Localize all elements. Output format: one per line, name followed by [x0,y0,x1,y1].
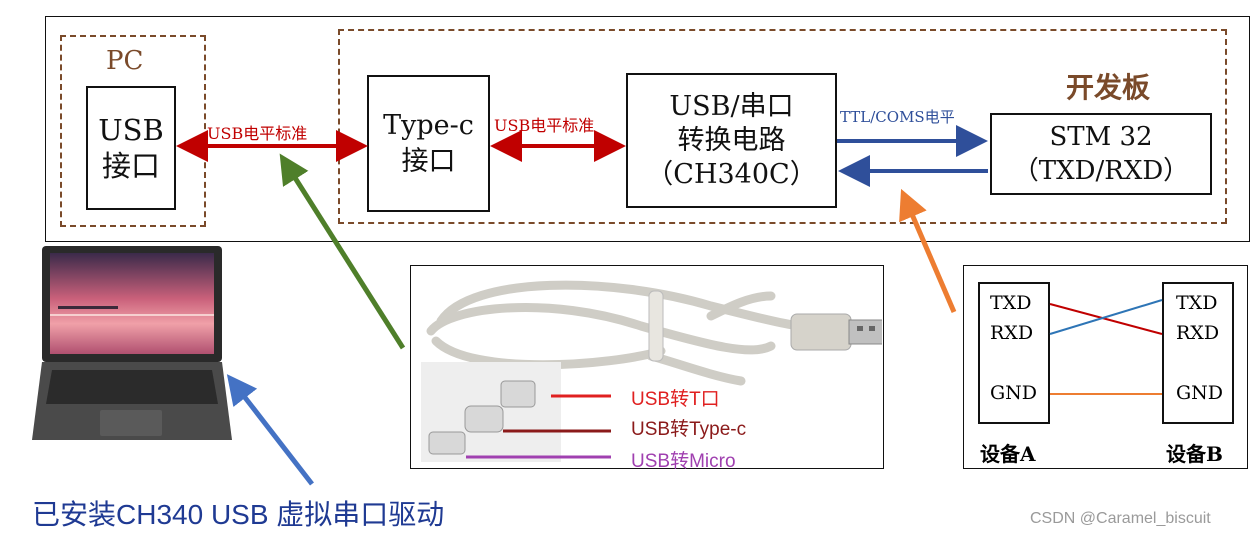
diagram-frame [45,16,1250,242]
cable-label-t: USB转T口 [631,389,720,410]
link-right-label: TTL/COMS电平 [840,108,955,126]
wiring-panel: TXD RXD GND TXD RXD GND 设备A 设备B [963,265,1248,469]
driver-caption: 已安装CH340 USB 虚拟串口驱动 [32,499,445,530]
converter-line2: 转换电路 [677,124,786,156]
pc-usb-port-line2: 接口 [101,149,160,183]
pc-usb-port-line1: USB [98,113,164,147]
cable-label-micro: USB转Micro [631,451,736,472]
stm32-line2: （TXD/RXD） [1012,156,1190,186]
device-side-group [338,29,1227,224]
converter-line1: USB/串口 [669,90,794,122]
green-pointer-arrow [279,153,406,350]
watermark: CSDN @Caramel_biscuit [1030,510,1211,527]
device-b-name: 设备B [1166,442,1223,466]
device-b-pin-gnd: GND [1176,382,1224,404]
wire-txd-to-rxd [1049,303,1163,335]
device-b-pin-txd: TXD [1176,292,1218,314]
wire-rxd-to-txd [1049,299,1163,335]
device-a-pin-txd: TXD [990,292,1032,314]
typec-port-line1: Type-c [383,109,474,141]
device-a-box [978,282,1050,424]
converter-circuit: USB/串口 转换电路 （CH340C） [626,73,837,208]
typec-port-line2: 接口 [401,145,456,177]
pc-usb-port: USB 接口 [86,86,176,210]
stm32-line1: STM 32 [1049,122,1153,152]
device-b-pin-rxd: RXD [1176,322,1220,344]
device-a-name: 设备A [980,442,1036,466]
typec-port: Type-c 接口 [367,75,490,212]
laptop-image [28,244,233,450]
device-a-pin-gnd: GND [990,382,1038,404]
stm32-mcu: STM 32 （TXD/RXD） [990,113,1212,195]
pc-title: PC [106,46,144,76]
orange-pointer-arrow [899,188,957,313]
device-b-box [1162,282,1234,424]
blue-pointer-arrow [226,374,314,486]
devboard-title: 开发板 [1066,71,1151,104]
device-a-pin-rxd: RXD [990,322,1034,344]
cable-photo: USB转T口 USB转Type-c USB转Micro [410,265,884,472]
cable-label-typec: USB转Type-c [631,419,747,440]
converter-line3: （CH340C） [646,158,817,190]
